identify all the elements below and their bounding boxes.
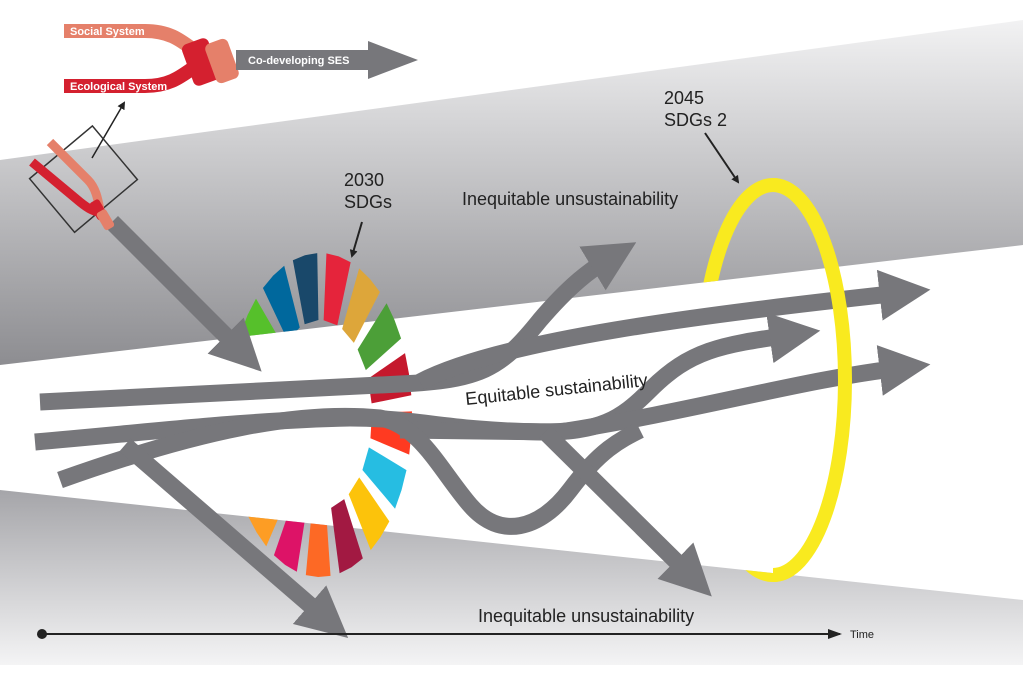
social-system-label: Social System bbox=[70, 26, 145, 38]
sdg2030-year-label: 2030 bbox=[344, 170, 384, 190]
sdg2030-name-label: SDGs bbox=[344, 192, 392, 212]
pathway-right-diagonal bbox=[539, 425, 712, 597]
lower-gray-band bbox=[0, 490, 1023, 665]
pathway-arrows bbox=[34, 215, 931, 639]
sdg-segment-17 bbox=[292, 253, 319, 325]
sdg2045-name-label: SDGs 2 bbox=[664, 110, 727, 130]
sdg2030-pointer-arrow bbox=[349, 221, 363, 258]
sdg-ring-front bbox=[323, 253, 412, 574]
ecological-system-label: Ecological System bbox=[70, 81, 167, 93]
sdg-segment-8 bbox=[331, 499, 363, 574]
pathway-middle-straight bbox=[399, 345, 931, 441]
pathway-lower-diagonal bbox=[119, 438, 349, 639]
time-axis-label: Time bbox=[850, 629, 874, 641]
sdg2045-pointer-arrow bbox=[704, 132, 740, 184]
middle-outcome-label: Equitable sustainability bbox=[464, 370, 648, 409]
bottom-outcome-label: Inequitable unsustainability bbox=[478, 606, 694, 626]
top-outcome-label: Inequitable unsustainability bbox=[462, 189, 678, 209]
sdg-segment-16 bbox=[262, 265, 300, 341]
sdg-segment-7 bbox=[348, 477, 390, 551]
upper-gray-band bbox=[0, 20, 1023, 365]
sdg-segment-12 bbox=[232, 443, 277, 504]
sdg-segment-3 bbox=[357, 303, 402, 371]
sdg-segment-6 bbox=[362, 447, 407, 509]
sdg2045-ring-front bbox=[772, 178, 852, 582]
mini-knot-salmon bbox=[96, 209, 115, 231]
legend-zoom-arrow bbox=[91, 101, 126, 159]
pathway-top-straight bbox=[416, 269, 931, 390]
pathway-s-curve bbox=[57, 407, 644, 535]
sdg-segment-9 bbox=[305, 508, 331, 577]
entry-arrow bbox=[105, 215, 262, 372]
ses-legend: Social System Ecological System Co-devel… bbox=[28, 24, 418, 234]
time-axis-origin-dot bbox=[37, 629, 47, 639]
sdg-segment-1 bbox=[323, 253, 351, 326]
codeveloping-label: Co-developing SES bbox=[248, 55, 349, 67]
sdg-segment-2 bbox=[342, 268, 380, 343]
codeveloping-arrow bbox=[236, 41, 418, 79]
sdg2045-year-label: 2045 bbox=[664, 88, 704, 108]
knot-salmon bbox=[205, 38, 239, 84]
